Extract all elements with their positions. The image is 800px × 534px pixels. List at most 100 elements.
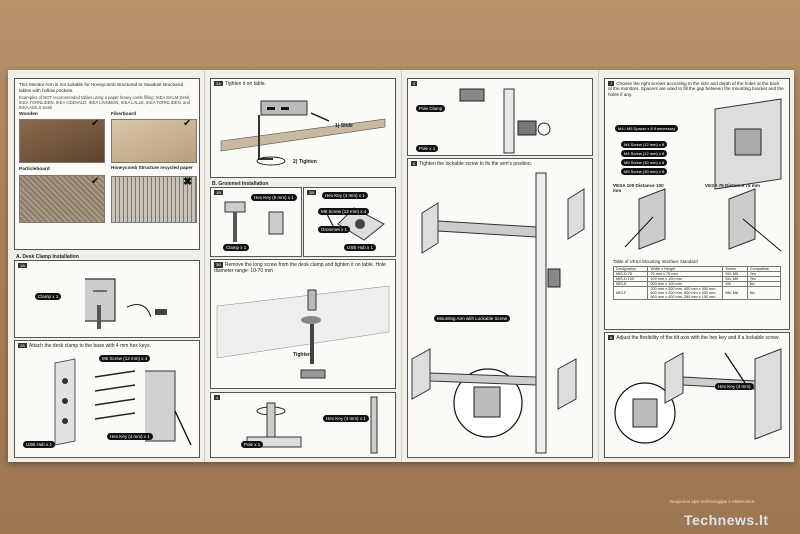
table-cell: MIS-F <box>612 286 649 300</box>
grommet-badge: Grommet x 1 <box>318 226 351 233</box>
table-clamp-drawing <box>220 100 386 166</box>
clamp-drawing <box>85 278 167 329</box>
hex-key-badge: Hex Key (3 mm) x 1 <box>323 415 369 422</box>
clamp-badge: Clamp x 1 <box>35 293 62 300</box>
fold-line <box>598 70 599 462</box>
screw-item: M4 Screw (12 mm) x 8 <box>621 150 668 157</box>
instruction-sheet: This Monitor Arm is not suitable for Hon… <box>8 70 794 462</box>
honeycomb-photo <box>111 176 197 223</box>
screw-monitor-drawing <box>624 98 782 252</box>
step-1a-panel: 1A Clamp x 1 <box>14 260 200 338</box>
spacer-badge: M4 / M5 Spacer x 8 if necessary <box>615 125 679 132</box>
pole-clamp-badge: Pole Clamp <box>416 105 446 112</box>
step-8-num: 8 <box>608 335 615 341</box>
fiberboard-photo <box>111 119 197 163</box>
screw-item: M4 Screw (12 mm) x 8 <box>621 141 668 148</box>
vesa-table: Designation Width x Height Screw Compati… <box>612 266 782 300</box>
step-1a-num: 1A <box>18 263 27 268</box>
hex-key-badge: Hex Key (4 mm) x 1 <box>107 433 153 440</box>
hex-key-badge: Hex Key (4 mm) <box>715 383 754 390</box>
tilt-adjust-drawing <box>614 348 782 444</box>
material-label: Honeycomb Structure recycled paper <box>111 165 193 170</box>
vesa-table-title: Table of VESA Mounting Interface Standar… <box>613 259 698 264</box>
table-row: MIS-F 200 mm x 200 mm, 400 mm x 400 mm, … <box>612 286 782 300</box>
hex-key-badge: Hex Key (5 mm) x 1 <box>251 194 297 201</box>
table-row: MIS-E 200 mm x 100 mm M4 No <box>612 281 782 287</box>
step-3b-text: Remove the long screw from the desk clam… <box>214 262 386 274</box>
base-attach-drawing <box>54 358 192 446</box>
grommet-tighten-drawing <box>216 285 390 379</box>
arm-mount-drawing <box>411 172 585 454</box>
step-2b-panel: 2B Hex Key (4 mm) x 1 M6 Screw (12 mm) x… <box>303 187 396 257</box>
step-5-num: 5 <box>411 81 418 86</box>
hex-key-badge: Hex Key (4 mm) x 1 <box>322 192 368 199</box>
screw-item: M5 Screw (30 mm) x 8 <box>621 159 668 166</box>
usb-hub-badge: USB Hub x 1 <box>344 244 377 251</box>
step-2b-num: 2B <box>307 190 316 195</box>
step-6-text: Tighten the lockable screw to fix the ar… <box>419 161 533 167</box>
step-number: 4 <box>214 395 222 401</box>
wooden-photo <box>19 119 105 163</box>
clamp-badge: Clamp x 1 <box>223 244 250 251</box>
pole-clamp-drawing <box>459 88 551 154</box>
step-8-text: Adjust the flexibility of the tilt axis … <box>616 335 780 341</box>
pole-badge: Pole x 1 <box>416 145 439 152</box>
step-1b-num: 1B <box>214 190 223 195</box>
tighten-label: 2) Tighten <box>293 159 317 165</box>
step-7-num: 7 <box>608 81 615 87</box>
screw-badge: M6 Screw (12 mm) x 4 <box>318 208 370 215</box>
vesa-75-label: VESA 75 Distance 75 mm <box>705 183 760 188</box>
screw-badge: M6 Screw (12 mm) x 4 <box>99 355 151 362</box>
material-label: Fiberboard <box>111 112 137 117</box>
step-4-panel: 4 Pole x 1 Hex Key (3 mm) x 1 <box>210 392 396 458</box>
usb-hub-badge: USB Hub x 1 <box>23 441 56 448</box>
step-number: 5 <box>411 81 419 87</box>
check-icon: ✔ <box>91 176 100 187</box>
grommet-clamp-drawing <box>224 201 284 242</box>
screw-item: M5 Screw (30 mm) x 8 <box>621 168 668 175</box>
slide-label: 1) Slide <box>335 123 353 129</box>
pole-badge: Pole x 1 <box>241 441 264 448</box>
material-label: Particleboard <box>19 167 50 172</box>
pole-insert-drawing <box>246 396 378 454</box>
fold-line <box>204 70 205 462</box>
grommet-heading: B. Grommet Installation <box>212 181 269 187</box>
desk-clamp-heading: A. Desk Clamp Installation <box>16 254 79 260</box>
step-3a-text: Tighten it on table. <box>224 81 266 87</box>
table-cell: M6, M8 <box>722 286 748 300</box>
step-4-num: 4 <box>214 395 221 400</box>
step-2a-num: 2A <box>18 343 27 348</box>
warning-panel: This Monitor Arm is not suitable for Hon… <box>14 78 200 250</box>
fold-line <box>401 70 402 462</box>
step-6-num: 6 <box>411 161 418 166</box>
mounting-arm-badge: Mounting Arm with Lockable Screw <box>434 315 511 322</box>
watermark-logo: Technews.lt <box>684 512 769 528</box>
watermark-tagline: Naujienos apie technologijas ir elektron… <box>670 499 755 504</box>
warning-examples: Examples of NOT recommended tables using… <box>19 95 191 110</box>
cross-icon: ✖ <box>183 176 193 188</box>
vesa-100-label: VESA 100 Distance 100 mm <box>613 183 664 193</box>
warning-title: This Monitor Arm is not suitable for Hon… <box>19 82 184 93</box>
tighten-label: Tighten <box>293 352 311 358</box>
material-label: Wooden <box>19 112 38 117</box>
table-cell: No <box>746 286 782 300</box>
step-number: 2B <box>307 190 318 196</box>
step-3b-num: 3B <box>214 262 223 268</box>
step-5-panel: 5 Pole Clamp Pole x 1 <box>407 78 593 156</box>
check-icon: ✔ <box>91 118 100 129</box>
step-number: 1B <box>214 190 225 196</box>
step-2a-text: Attach the desk clamp to the base with 4… <box>28 343 151 349</box>
step-1b-panel: 1B Hex Key (5 mm) x 1 Clamp x 1 <box>210 187 302 257</box>
